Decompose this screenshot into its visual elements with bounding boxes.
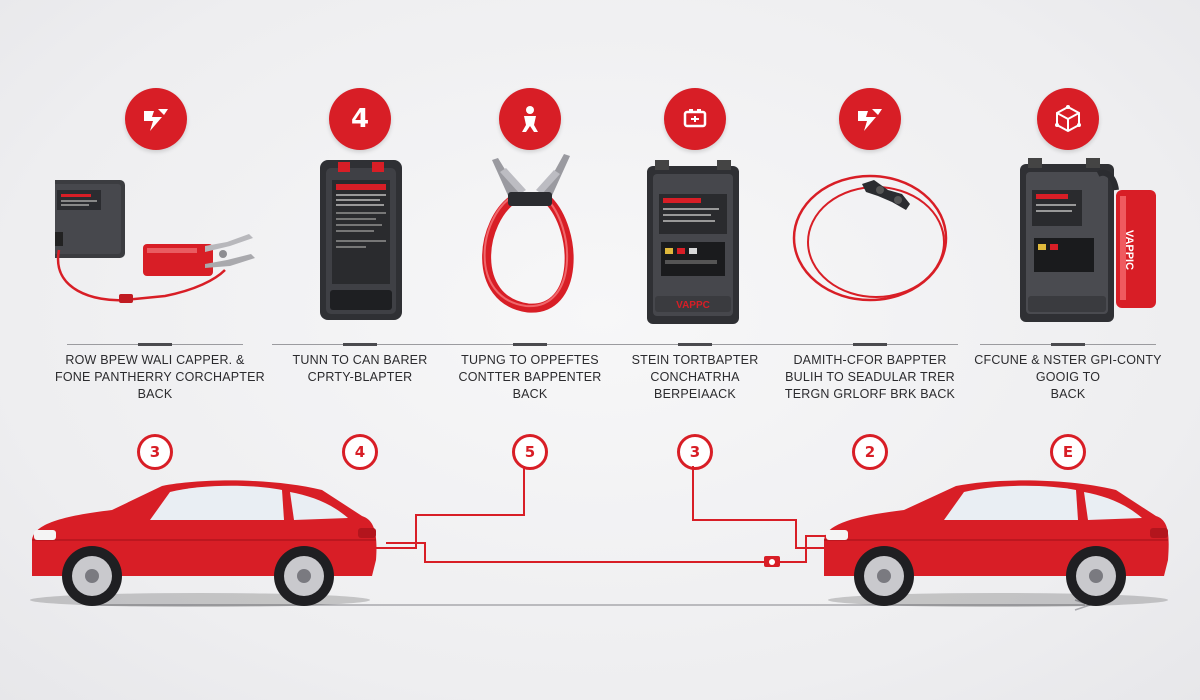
lightning-bolt-icon bbox=[839, 88, 901, 150]
jumper-cable-loop bbox=[482, 154, 574, 313]
lightning-bolt-icon bbox=[125, 88, 187, 150]
right-car bbox=[824, 480, 1169, 607]
divider bbox=[782, 343, 958, 346]
battery-pack-with-display: VAPPC bbox=[647, 160, 739, 324]
step-caption: ROW BPEW WALI CAPPER. & FONE PANTHERRY C… bbox=[55, 353, 265, 401]
divider bbox=[442, 343, 618, 346]
step-number-badge: 4 bbox=[342, 434, 378, 470]
step-number-badge: 3 bbox=[137, 434, 173, 470]
cable-wire bbox=[386, 542, 764, 563]
divider bbox=[67, 343, 243, 346]
step-caption: CFCUNE & NSTER GPI-CONTY GOOIG TO BACK bbox=[974, 353, 1162, 401]
step-1: ROW BPEW WALI CAPPER. & FONE PANTHERRY C… bbox=[55, 0, 265, 480]
person-warning-icon bbox=[499, 88, 561, 150]
step-caption: TUPNG TO OPPEFTES CONTTER BAPPENTER BACK bbox=[458, 353, 602, 401]
step-3: TUPNG TO OPPEFTES CONTTER BAPPENTER BACK… bbox=[430, 0, 630, 480]
jump-starter-with-clamp bbox=[55, 180, 255, 303]
step-4: VAPPC STEIN TORTBAPTER CONCHATRHA BERPEI… bbox=[595, 0, 795, 480]
step-number-badge: E bbox=[1050, 434, 1086, 470]
step-caption: STEIN TORTBAPTER CONCHATRHA BERPEIAACK bbox=[631, 353, 759, 401]
step-caption: DAMITH-CFOR BAPPTER BULIH TO SEADULAR TR… bbox=[784, 353, 956, 401]
divider bbox=[272, 343, 448, 346]
battery-pack-with-side-unit: VAPPIC bbox=[1020, 158, 1156, 322]
number-badge-icon: 4 bbox=[329, 88, 391, 150]
battery-brand-label: VAPPC bbox=[676, 300, 710, 311]
side-unit-label: VAPPIC bbox=[1123, 230, 1135, 270]
step-number-badge: 3 bbox=[677, 434, 713, 470]
step-number-badge: 5 bbox=[512, 434, 548, 470]
left-car bbox=[30, 480, 377, 607]
step-caption: TUNN TO CAN BARER CPRTY-BLAPTER bbox=[292, 353, 428, 384]
cable-wire bbox=[374, 466, 525, 549]
step-2: 4 TUNN TO CAN BARER CPRTY-BLAPTER 4 bbox=[260, 0, 460, 480]
cube-network-icon bbox=[1037, 88, 1099, 150]
step-number-badge: 2 bbox=[852, 434, 888, 470]
divider bbox=[980, 343, 1156, 346]
battery-pack bbox=[320, 160, 402, 320]
step-5: DAMITH-CFOR BAPPTER BULIH TO SEADULAR TR… bbox=[770, 0, 970, 480]
cable-wire bbox=[780, 535, 826, 563]
battery-warning-icon bbox=[664, 88, 726, 150]
divider bbox=[607, 343, 783, 346]
coiled-cable bbox=[792, 174, 948, 302]
step-6: VAPPIC CFCUNE & NSTER GPI-CONTY GOOIG TO… bbox=[968, 0, 1168, 480]
